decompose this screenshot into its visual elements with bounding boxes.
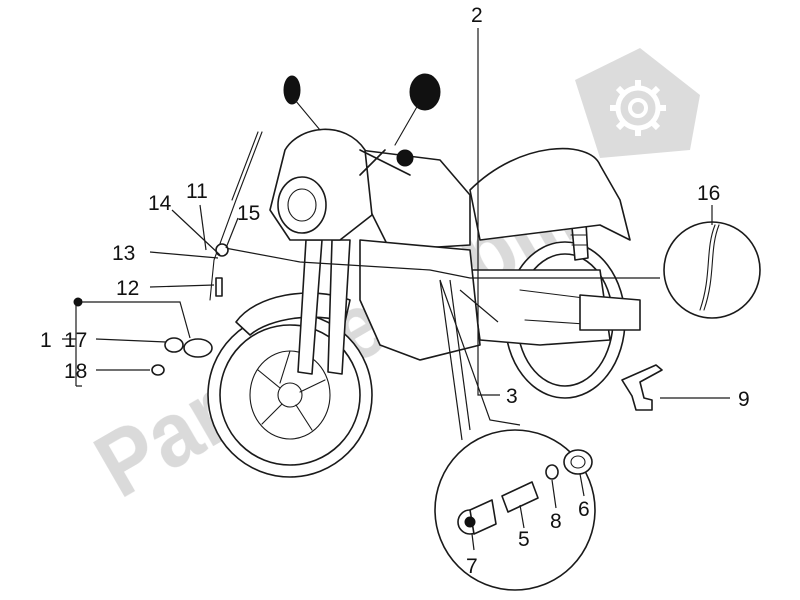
mirror-right	[394, 73, 441, 146]
motorcycle	[207, 73, 660, 478]
nut	[151, 364, 165, 376]
callout-16: 16	[697, 182, 720, 205]
callout-7: 7	[466, 555, 478, 578]
seal-ring	[164, 337, 184, 353]
front-fender	[235, 292, 351, 336]
callout-9: 9	[738, 388, 750, 411]
callout-11: 11	[186, 180, 208, 203]
detail-circle-parts	[434, 429, 596, 591]
detail-circle-16	[663, 221, 761, 319]
watermark-gear-badge	[575, 48, 700, 158]
callout-1: 1	[40, 329, 52, 352]
group-marker-dot	[73, 297, 83, 307]
callout-6: 6	[578, 498, 590, 521]
fuel-tank	[359, 149, 471, 251]
part-5-shaft	[501, 481, 539, 513]
callout-13: 13	[112, 242, 135, 265]
callout-12: 12	[116, 277, 139, 300]
side-panel	[359, 239, 481, 361]
drive-gear	[183, 338, 213, 358]
exhaust	[579, 294, 641, 331]
callout-14: 14	[148, 192, 172, 215]
mirror-left	[283, 75, 321, 131]
callout-5: 5	[518, 528, 530, 551]
callout-2: 2	[471, 4, 483, 27]
callout-3: 3	[506, 385, 518, 408]
part-8-washer	[545, 464, 559, 480]
part-7-sleeve	[457, 499, 497, 535]
seat	[469, 147, 631, 241]
part-6-bushing	[563, 449, 593, 475]
front-wheel	[207, 312, 373, 478]
callout-15: 15	[237, 202, 260, 225]
speedo-cable-assembly	[151, 131, 263, 376]
part-9-bracket	[621, 364, 663, 411]
callout-labels: 2 16 11 14 15 13 12 1 17 18 3 9 5 8 6 7	[40, 4, 750, 578]
leader-lines	[62, 28, 730, 551]
gear-icon	[610, 80, 666, 136]
callout-17: 17	[64, 329, 87, 352]
callout-8: 8	[550, 510, 562, 533]
front-fork	[297, 239, 351, 375]
ignition	[396, 149, 414, 167]
callout-18: 18	[64, 360, 87, 383]
